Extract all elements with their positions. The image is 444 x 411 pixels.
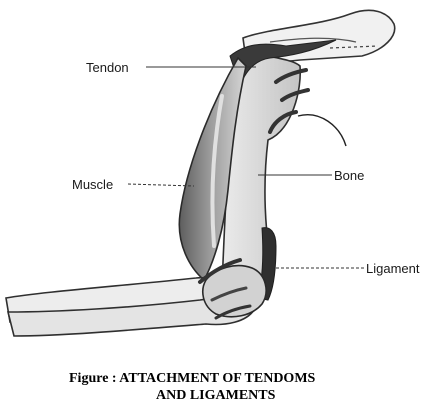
elbow-hatch-1 [198, 258, 242, 284]
elbow-hatch-2 [210, 286, 248, 302]
caption-line-1: Figure : ATTACHMENT OF TENDOMS [69, 371, 316, 386]
hatch-2 [280, 88, 310, 102]
hatch-1 [274, 68, 308, 84]
label-ligament: Ligament [366, 261, 420, 276]
hatch-3 [268, 110, 298, 134]
tendon-top [229, 39, 337, 88]
elbow-hatch-3 [214, 304, 252, 320]
label-tendon: Tendon [86, 60, 129, 75]
shoulder-blade [269, 37, 357, 43]
shoulder-dashes [329, 45, 379, 49]
caption-line-2: AND LIGAMENTS [156, 388, 276, 403]
leader-muscle [127, 183, 195, 187]
muscle-highlight [210, 94, 224, 248]
shoulder-arc [297, 114, 347, 147]
label-muscle: Muscle [72, 177, 114, 192]
label-bone: Bone [334, 168, 365, 183]
